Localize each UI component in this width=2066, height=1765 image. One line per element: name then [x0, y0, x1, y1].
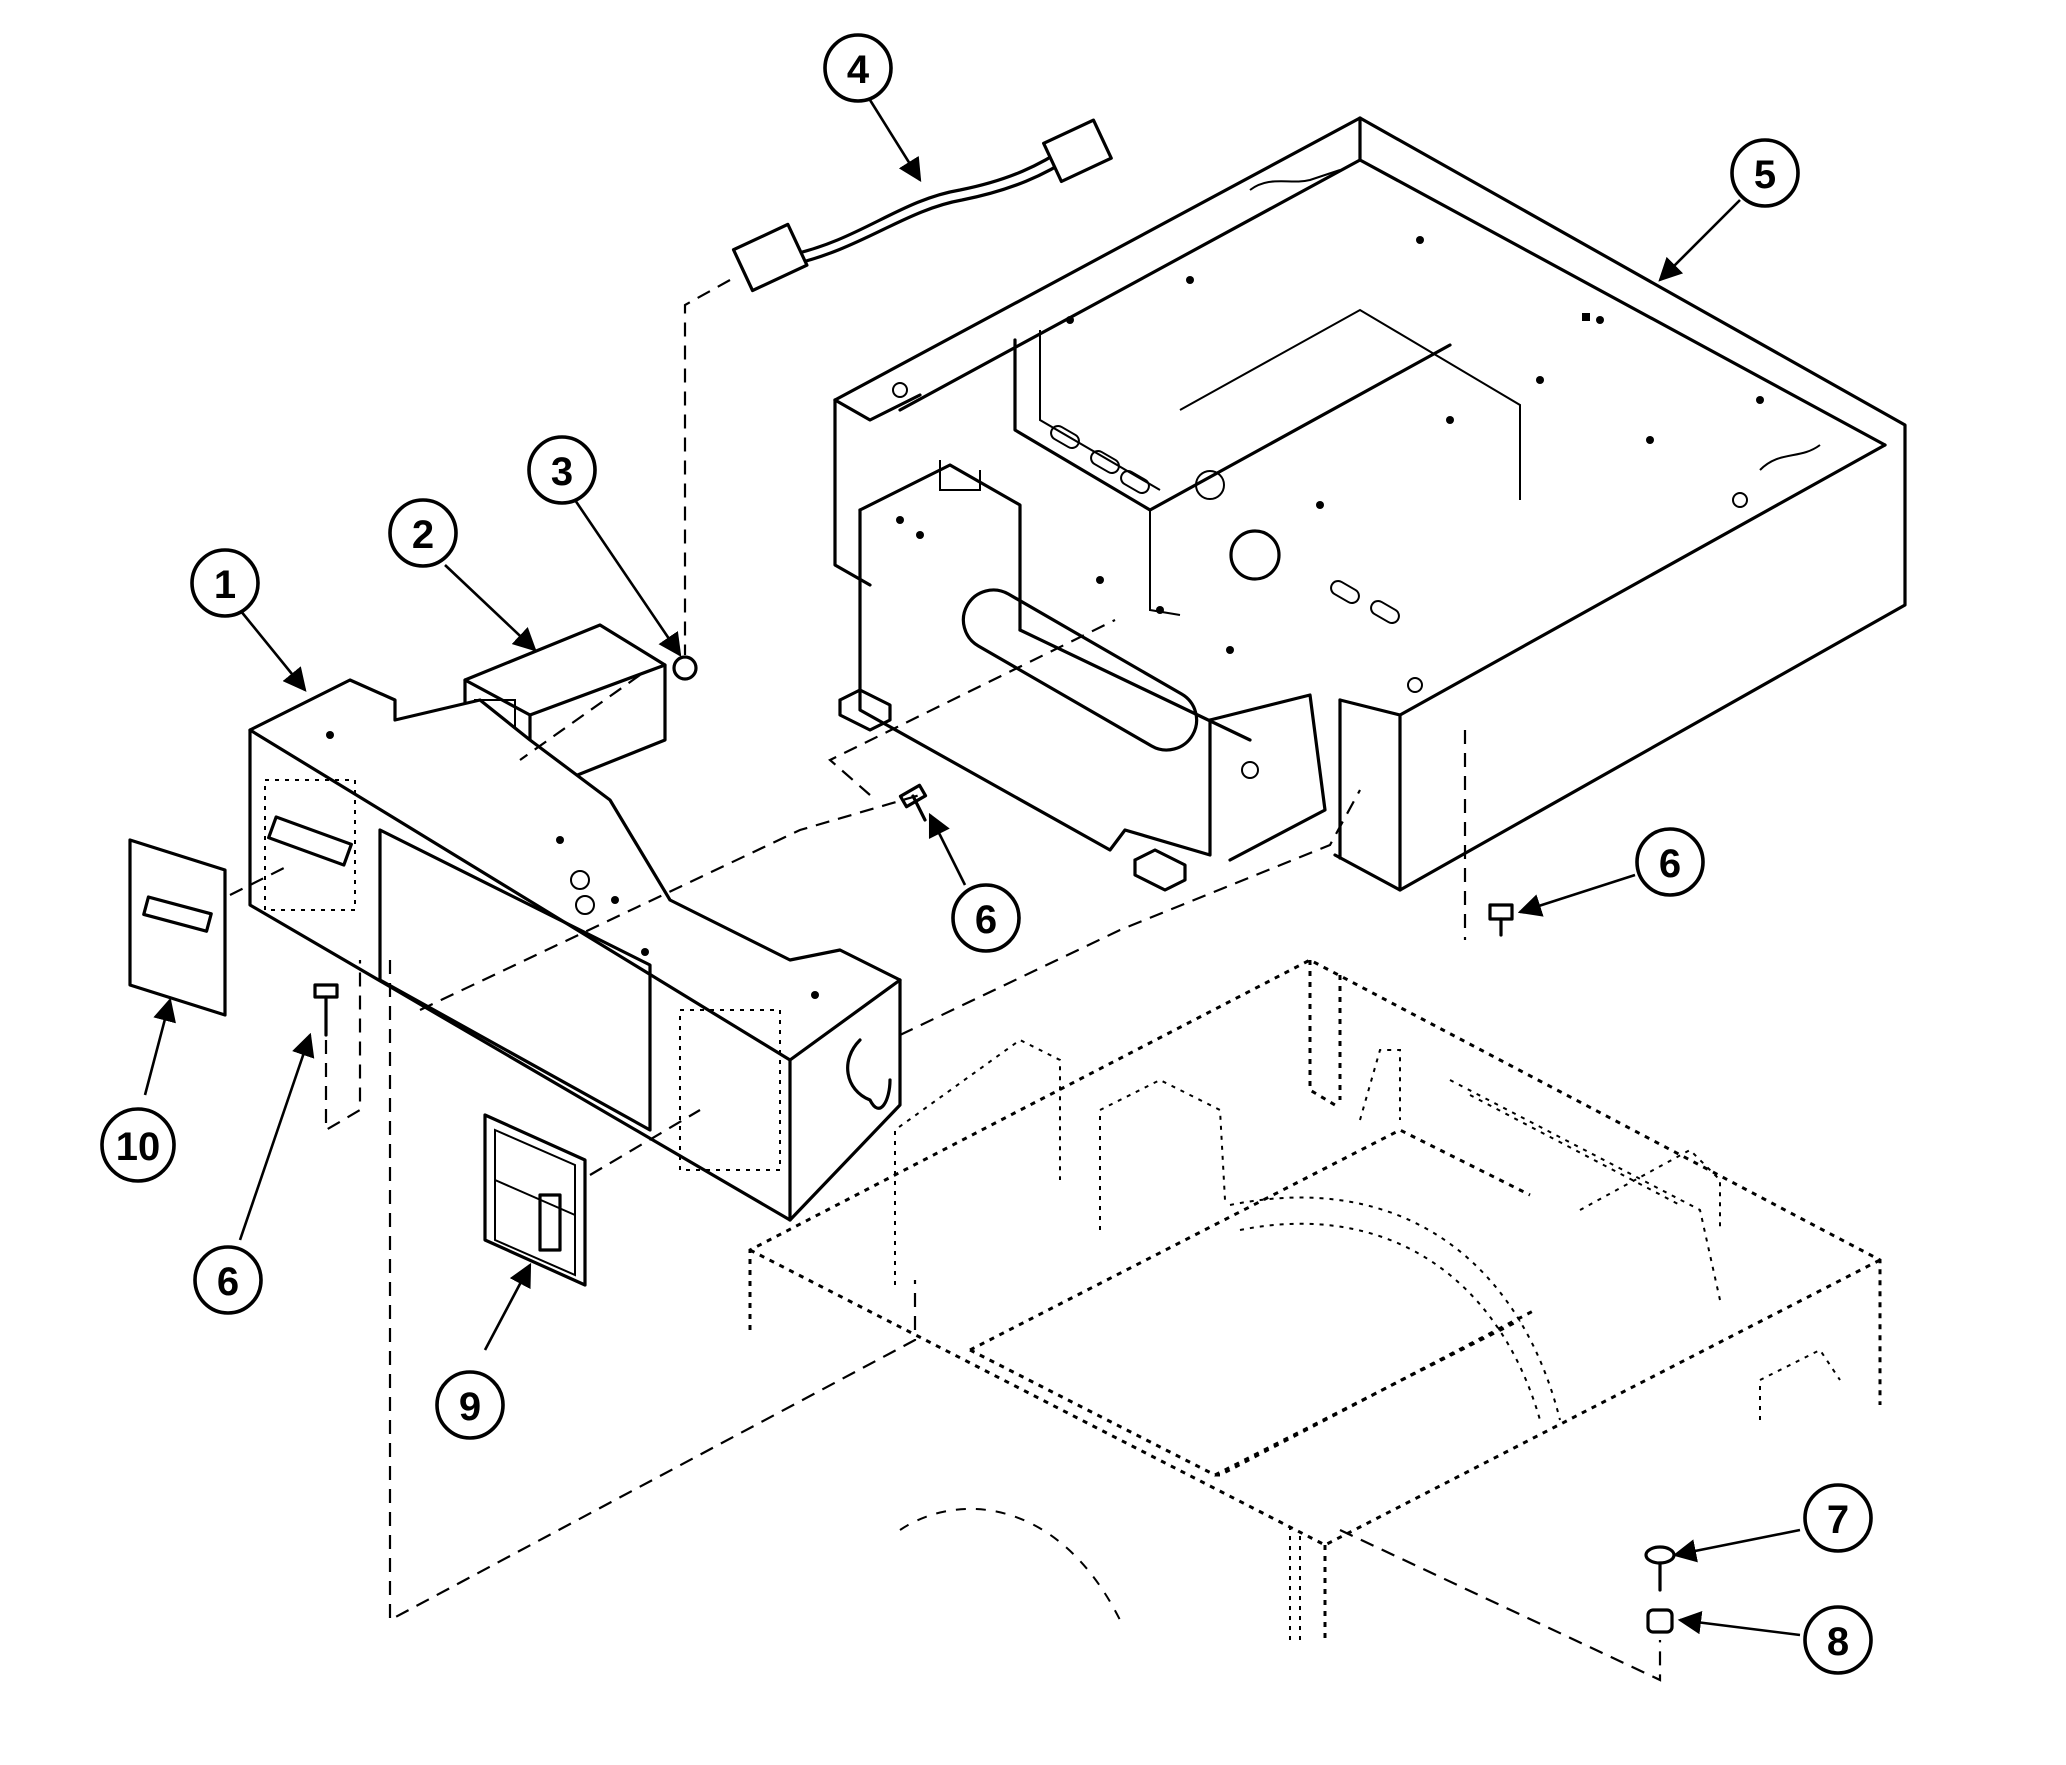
screw-6-right: [1488, 903, 1514, 937]
blank-label: [128, 838, 227, 1017]
callout-5: 5: [1730, 138, 1800, 208]
callout-10: 10: [100, 1107, 176, 1183]
callout-6-middle: 6: [951, 883, 1021, 953]
callout-6-right: 6: [1635, 827, 1705, 897]
callout-2: 2: [388, 498, 458, 568]
nut-8: [1646, 1608, 1674, 1634]
svg-text:8: 8: [1827, 1620, 1849, 1664]
svg-text:10: 10: [116, 1125, 161, 1169]
svg-text:6: 6: [975, 898, 997, 942]
callout-8: 8: [1803, 1605, 1873, 1675]
svg-text:6: 6: [1659, 842, 1681, 886]
svg-text:9: 9: [459, 1385, 481, 1429]
svg-text:4: 4: [847, 48, 870, 92]
assembly-lines: [229, 279, 1662, 1682]
svg-text:5: 5: [1754, 153, 1776, 197]
svg-text:6: 6: [217, 1260, 239, 1304]
wire-harness: [731, 118, 1113, 293]
base-frame: [833, 116, 1907, 892]
callout-7: 7: [1803, 1483, 1873, 1553]
svg-text:7: 7: [1827, 1498, 1849, 1542]
callout-9: 9: [435, 1370, 505, 1440]
screw-7: [1644, 1545, 1676, 1592]
cabinet-top-outline: [748, 958, 1882, 1640]
callout-4: 4: [823, 33, 893, 103]
leader-arrows: [143, 99, 1801, 1637]
screw-6-middle: [898, 783, 928, 822]
instruction-label: [483, 1113, 587, 1287]
svg-text:2: 2: [412, 513, 434, 557]
control-panel-housing: [248, 678, 902, 1222]
svg-text:3: 3: [551, 450, 573, 494]
callout-1: 1: [190, 548, 260, 618]
svg-text:1: 1: [214, 563, 236, 607]
small-fastener: [672, 655, 698, 681]
callout-3: 3: [527, 435, 597, 505]
callout-6-left: 6: [193, 1245, 263, 1315]
screw-6-left: [313, 983, 339, 1037]
